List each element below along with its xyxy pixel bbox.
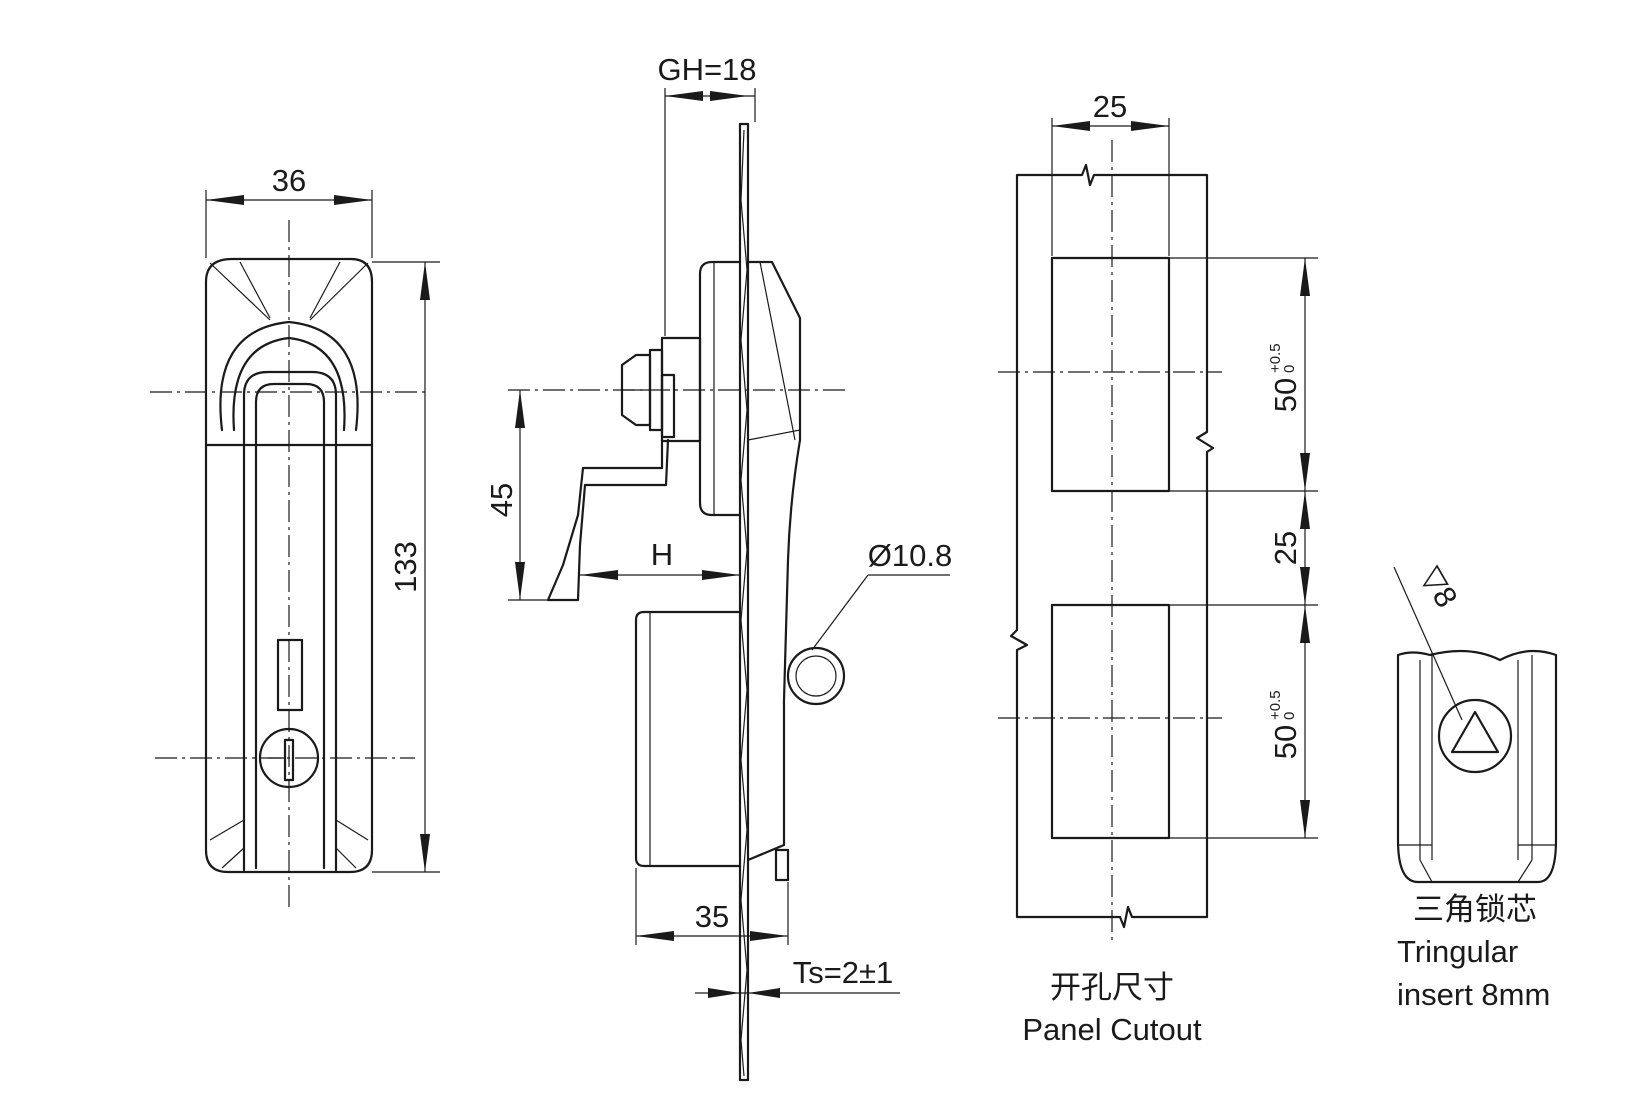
gap-label: 25 [1268, 531, 1303, 565]
escutcheon [698, 260, 742, 517]
panel-cutout: 25 50 +0.5 0 25 50 +0.5 0 开孔尺寸 Panel [998, 89, 1318, 1047]
handle-grip [242, 370, 338, 872]
front-height-label: 133 [388, 541, 423, 593]
insert-face [1437, 698, 1513, 774]
diameter-label: Ø10.8 [868, 538, 952, 573]
insert-size-label: ▽8 [1414, 560, 1465, 613]
cutout-bottom [1050, 603, 1171, 840]
nut [620, 353, 652, 427]
cutout-caption-cn: 开孔尺寸 [1050, 970, 1174, 1005]
cam-offset-label: 45 [484, 483, 519, 517]
cutout-top [1050, 256, 1171, 493]
cutout-width-label: 25 [1093, 89, 1127, 124]
side-view: GH=18 45 H Ø10.8 35 Ts=2±1 [484, 52, 952, 1082]
top-height-lower-tol: 0 [1281, 365, 1298, 373]
cutout-caption-en: Panel Cutout [1022, 1012, 1202, 1047]
panel-outline [1009, 163, 1215, 929]
front-width-label: 36 [272, 163, 306, 198]
thickness-label: Ts=2±1 [793, 955, 894, 990]
key-cylinder [258, 727, 320, 789]
top-height-upper-tol: +0.5 [1267, 343, 1284, 373]
indicator-window [276, 638, 304, 712]
depth-label: 35 [695, 899, 729, 934]
bottom-height-upper-tol: +0.5 [1267, 690, 1284, 720]
insert-caption-en-line1: Tringular [1397, 934, 1518, 969]
insert-caption-cn: 三角锁芯 [1413, 892, 1537, 927]
triangle-socket [1450, 710, 1500, 754]
door-panel [738, 122, 750, 1082]
top-height-main: 50 [1268, 378, 1303, 412]
triangular-insert-view: ▽8 三角锁芯 Tringular insert 8mm [1393, 560, 1558, 1012]
handle-ring [219, 320, 359, 432]
bottom-height-lower-tol: 0 [1281, 712, 1298, 720]
grip-label: GH=18 [657, 52, 756, 87]
bottom-height-main: 50 [1268, 725, 1303, 759]
side-key-cylinder [786, 646, 846, 706]
insert-caption-en-line2: insert 8mm [1397, 977, 1550, 1012]
housing-box [634, 610, 742, 868]
insert-body [1396, 649, 1558, 884]
handle-body-outline [204, 257, 374, 874]
front-view: 36 133 [150, 163, 440, 910]
side-handle-body [746, 260, 802, 862]
h-label: H [651, 537, 673, 572]
